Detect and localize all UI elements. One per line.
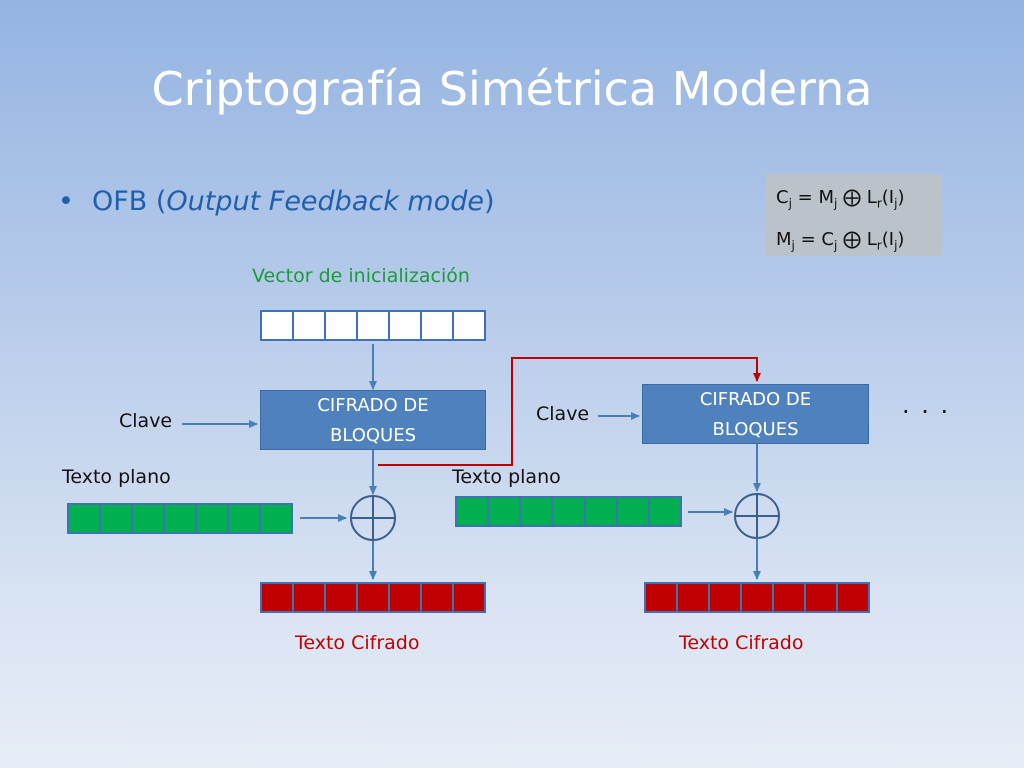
register-cell bbox=[806, 584, 838, 611]
plaintext-register-right bbox=[455, 496, 682, 527]
register-cell bbox=[326, 312, 358, 339]
register-cell bbox=[294, 584, 326, 611]
register-cell bbox=[454, 312, 484, 339]
formula-encrypt: Cj = Mj ⨁ Lr(Ij) bbox=[776, 187, 905, 211]
register-cell bbox=[646, 584, 678, 611]
register-cell bbox=[838, 584, 868, 611]
register-cell bbox=[553, 498, 586, 525]
register-cell bbox=[69, 505, 101, 532]
ciphertext-register-left bbox=[260, 582, 486, 613]
register-cell bbox=[454, 584, 484, 611]
register-cell bbox=[261, 505, 291, 532]
register-cell bbox=[649, 498, 680, 525]
register-cell bbox=[457, 498, 490, 525]
register-cell bbox=[326, 584, 358, 611]
ciphertext-label-right: Texto Cifrado bbox=[679, 632, 804, 654]
register-cell bbox=[422, 584, 454, 611]
register-cell bbox=[521, 498, 554, 525]
formula-box: Cj = Mj ⨁ Lr(Ij) Mj = Cj ⨁ Lr(Ij) bbox=[766, 174, 942, 256]
register-cell bbox=[197, 505, 229, 532]
register-cell bbox=[617, 498, 650, 525]
bullet-suffix: ) bbox=[484, 186, 495, 217]
register-cell bbox=[742, 584, 774, 611]
register-cell bbox=[165, 505, 197, 532]
register-cell bbox=[489, 498, 522, 525]
bullet-italic: Output Feedback mode bbox=[166, 186, 485, 217]
block-cipher-right: CIFRADO DE BLOQUES bbox=[642, 384, 869, 444]
block-cipher-left: CIFRADO DE BLOQUES bbox=[260, 390, 486, 450]
register-cell bbox=[710, 584, 742, 611]
plaintext-label-left: Texto plano bbox=[62, 466, 171, 488]
bullet-prefix: OFB ( bbox=[92, 186, 167, 217]
register-cell bbox=[678, 584, 710, 611]
register-cell bbox=[262, 312, 294, 339]
formula-decrypt: Mj = Cj ⨁ Lr(Ij) bbox=[776, 228, 905, 253]
register-cell bbox=[585, 498, 618, 525]
register-cell bbox=[262, 584, 294, 611]
iv-label: Vector de inicialización bbox=[252, 265, 470, 287]
ciphertext-register-right bbox=[644, 582, 870, 613]
register-cell bbox=[358, 584, 390, 611]
iv-register bbox=[260, 310, 486, 341]
register-cell bbox=[294, 312, 326, 339]
plaintext-label-right: Texto plano bbox=[452, 466, 561, 488]
register-cell bbox=[133, 505, 165, 532]
register-cell bbox=[358, 312, 390, 339]
register-cell bbox=[229, 505, 261, 532]
feedback-line bbox=[378, 357, 761, 466]
bullet-ofb: • OFB (Output Feedback mode) bbox=[58, 186, 495, 217]
key-label-left: Clave bbox=[119, 410, 173, 432]
register-cell bbox=[422, 312, 454, 339]
bullet-marker: • bbox=[58, 186, 74, 217]
register-cell bbox=[774, 584, 806, 611]
ciphertext-label-left: Texto Cifrado bbox=[295, 632, 420, 654]
register-cell bbox=[390, 312, 422, 339]
ellipsis: · · · bbox=[902, 398, 951, 426]
plaintext-register-left bbox=[67, 503, 293, 534]
key-label-right: Clave bbox=[536, 403, 590, 425]
register-cell bbox=[390, 584, 422, 611]
slide-title: Criptografía Simétrica Moderna bbox=[151, 62, 873, 116]
register-cell bbox=[101, 505, 133, 532]
